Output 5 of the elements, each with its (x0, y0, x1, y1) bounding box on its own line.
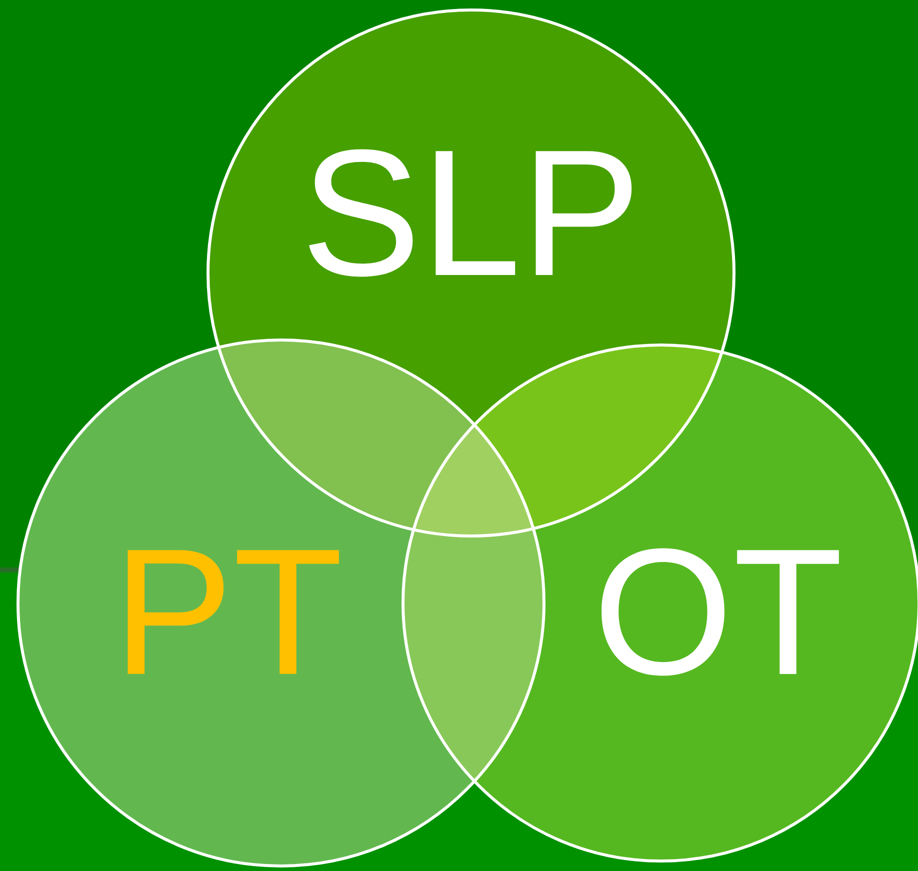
venn-circle (16, 338, 546, 868)
circle-label: OT (602, 548, 839, 676)
circle-label: SLP (309, 149, 632, 277)
circle-label: PT (128, 550, 339, 674)
venn-circle (206, 8, 736, 538)
